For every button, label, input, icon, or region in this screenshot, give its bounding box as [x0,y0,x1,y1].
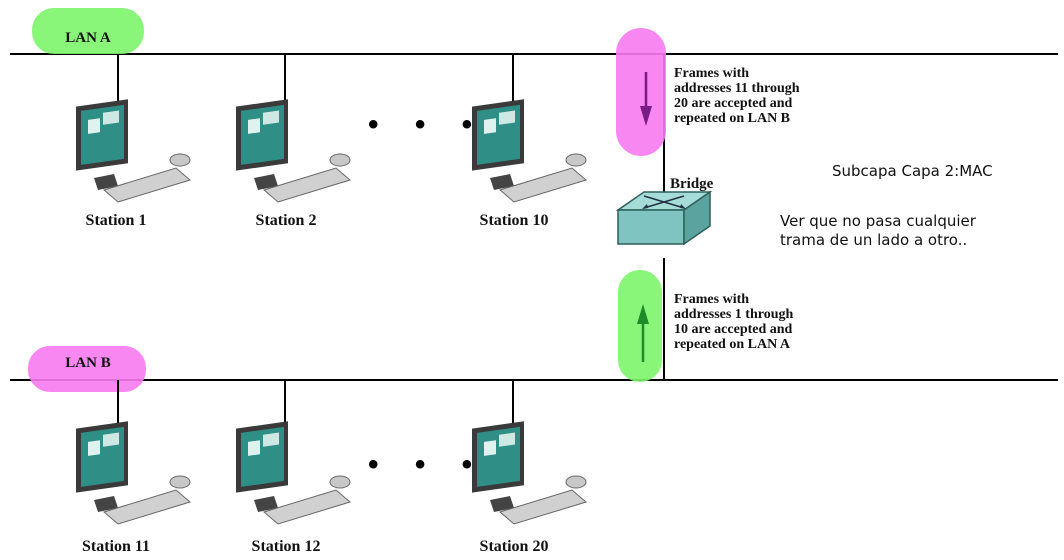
computer-icon-station-12 [226,420,356,530]
drop-line-station-10 [512,54,514,106]
bridge-link-lower [663,258,665,380]
frames-a-to-b-highlight [616,28,666,156]
computer-icon-station-2 [226,98,356,208]
lan-b-bus [10,379,1058,381]
computer-icon-station-1 [66,98,196,208]
computer-icon-station-10 [462,98,592,208]
down-arrow-icon [640,72,652,126]
note-filter: Ver que no pasa cualquier trama de un la… [780,212,976,249]
ellipsis-lan-a: • • • [368,108,487,141]
computer-icon-station-11 [66,420,196,530]
station-11-label: Station 11 [81,538,150,555]
computer-icon-station-20 [462,420,592,530]
lan-a-label: LAN A [65,30,111,46]
lan-b-highlight [28,346,146,392]
frames-a-to-b-text: Frames with addresses 11 through 20 are … [674,66,800,126]
lan-a-highlight [32,8,144,54]
up-arrow-icon [637,304,649,362]
station-2-label: Station 2 [255,212,317,229]
station-10-label: Station 10 [479,212,549,229]
station-20-label: Station 20 [479,538,549,555]
drop-line-station-2 [284,54,286,106]
ellipsis-lan-b: • • • [368,448,487,481]
bridge-icon [615,190,713,246]
drop-line-station-11 [117,380,119,428]
drop-line-station-20 [512,380,514,428]
lan-a-bus [10,53,1058,55]
drop-line-station-12 [284,380,286,428]
station-12-label: Station 12 [251,538,321,555]
bridge-label: Bridge [670,176,714,192]
drop-line-station-1 [117,54,119,106]
lan-b-label: LAN B [65,355,111,371]
frames-b-to-a-text: Frames with addresses 1 through 10 are a… [674,292,794,352]
frames-b-to-a-highlight [618,270,662,382]
station-1-label: Station 1 [85,212,147,229]
note-sublayer: Subcapa Capa 2:MAC [832,162,993,180]
